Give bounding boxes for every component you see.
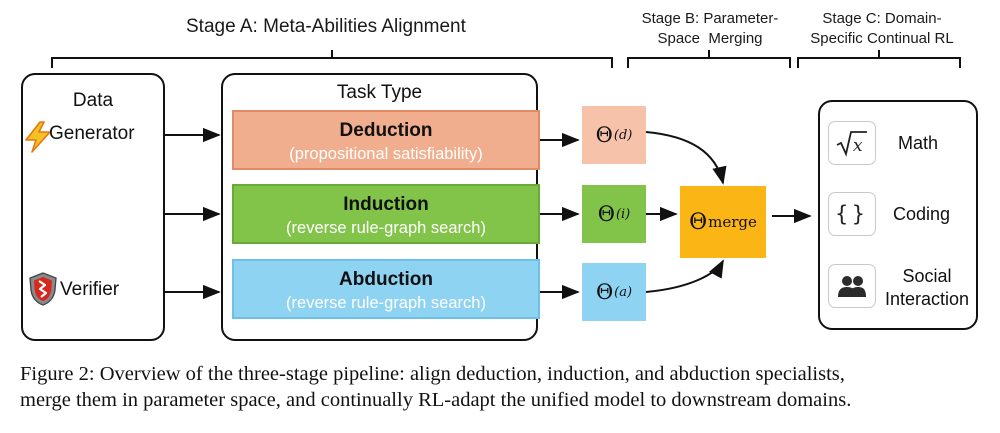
task-abduction: Abduction (reverse rule-graph search) xyxy=(232,259,540,319)
stage-c-bracket xyxy=(797,50,961,68)
figure-caption: Figure 2: Overview of the three-stage pi… xyxy=(20,361,985,413)
shield-icon xyxy=(29,272,57,306)
theta-induction-box: Θ(i) xyxy=(582,185,646,243)
verifier-label: Verifier xyxy=(60,279,120,300)
task-abduction-name: Abduction xyxy=(339,269,433,290)
theta-d-symbol: Θ xyxy=(595,123,613,147)
domain-social-line2: Interaction xyxy=(884,289,970,309)
lightning-icon xyxy=(25,121,51,153)
theta-i-superscript: (i) xyxy=(615,206,631,222)
braces-icon: {} xyxy=(828,192,876,236)
domain-social-line1: Social xyxy=(902,266,952,286)
caption-line-2: merge them in parameter space, and conti… xyxy=(20,389,852,411)
theta-deduction-box: Θ(d) xyxy=(582,106,646,164)
stage-c-title-line2: Specific Continual RL xyxy=(810,30,954,47)
stage-a-title: Stage A: Meta-Abilities Alignment xyxy=(186,16,466,37)
stage-c-title: Stage C: Domain- Specific Continual RL xyxy=(798,9,966,49)
merge-subscript: merge xyxy=(708,213,757,231)
stage-b-title: Stage B: Parameter- Space Merging xyxy=(630,9,790,49)
task-type-title: Task Type xyxy=(336,82,423,103)
stage-c-title-line1: Stage C: Domain- xyxy=(822,10,942,27)
arrow-theta-d-to-merge xyxy=(645,131,727,185)
stage-b-bracket xyxy=(627,50,791,68)
task-deduction: Deduction (propositional satisfiability) xyxy=(232,110,540,170)
data-panel-title: Data xyxy=(72,90,114,111)
merge-symbol: Θ xyxy=(689,209,708,235)
theta-i-symbol: Θ xyxy=(597,202,615,226)
sqrt-x-icon: x xyxy=(828,121,876,165)
domain-social-label: Social Interaction xyxy=(878,265,976,311)
domain-math-label: Math xyxy=(898,133,939,153)
people-icon xyxy=(828,264,876,308)
task-induction-desc: (reverse rule-graph search) xyxy=(286,219,486,237)
task-deduction-name: Deduction xyxy=(339,120,433,141)
theta-abduction-box: Θ(a) xyxy=(582,263,646,321)
stage-b-title-line1: Stage B: Parameter- xyxy=(641,10,779,27)
task-induction: Induction (reverse rule-graph search) xyxy=(232,184,540,244)
stage-a-bracket xyxy=(51,50,613,68)
theta-d-superscript: (d) xyxy=(613,127,633,143)
svg-text:x: x xyxy=(853,136,863,156)
generator-label: Generator xyxy=(49,123,135,144)
theta-a-symbol: Θ xyxy=(595,280,614,304)
stage-b-title-line2: Space Merging xyxy=(657,30,763,47)
caption-line-1: Figure 2: Overview of the three-stage pi… xyxy=(20,363,845,385)
task-deduction-desc: (propositional satisfiability) xyxy=(289,145,483,163)
arrow-theta-a-to-merge xyxy=(645,259,724,293)
domain-coding-label: Coding xyxy=(893,204,951,224)
task-induction-name: Induction xyxy=(343,194,429,215)
task-abduction-desc: (reverse rule-graph search) xyxy=(286,294,486,312)
theta-a-superscript: (a) xyxy=(614,284,633,300)
